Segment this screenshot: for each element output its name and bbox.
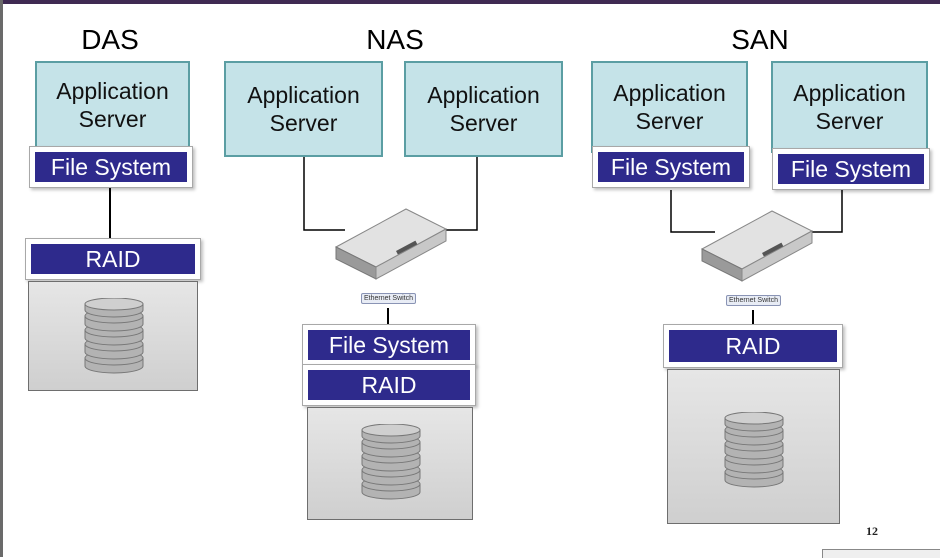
left-accent-bar — [0, 0, 3, 557]
das-raid-frame: RAID — [25, 238, 201, 280]
san-title: SAN — [731, 24, 789, 55]
nas-raid-frame: RAID — [302, 364, 476, 406]
das-storage-box — [28, 281, 198, 391]
nas-title: NAS — [366, 24, 424, 55]
nas-connector-left — [303, 156, 345, 231]
das-file-system: File System — [35, 152, 187, 182]
nas-connector-right — [440, 156, 478, 231]
das-application-server-label: Application Server — [56, 78, 169, 132]
san-application-server-1: Application Server — [591, 61, 748, 153]
nas-raid: RAID — [308, 370, 470, 400]
san-switch-label: Ethernet Switch — [726, 295, 782, 306]
san-application-server-2-label: Application Server — [793, 80, 906, 134]
san-raid: RAID — [669, 330, 837, 362]
san-connector-left — [670, 190, 715, 233]
disk-stack-icon — [84, 298, 144, 374]
san-file-system-2-frame: File System — [772, 148, 930, 190]
network-switch-icon — [334, 208, 448, 280]
page-number: 12 — [866, 524, 878, 538]
san-connector-right — [810, 190, 843, 233]
nas-switch-label: Ethernet Switch — [361, 293, 417, 304]
das-title: DAS — [81, 24, 139, 55]
san-application-server-1-label: Application Server — [613, 80, 726, 134]
nas-application-server-1: Application Server — [224, 61, 383, 157]
san-file-system-2: File System — [778, 154, 924, 184]
san-file-system-1: File System — [598, 152, 744, 182]
nas-file-system: File System — [308, 330, 470, 360]
top-accent-bar — [0, 0, 940, 4]
das-file-system-frame: File System — [29, 146, 193, 188]
das-application-server: Application Server — [35, 61, 190, 149]
san-storage-box — [667, 369, 840, 524]
san-application-server-2: Application Server — [771, 61, 928, 153]
disk-stack-icon — [724, 412, 784, 488]
nas-application-server-1-label: Application Server — [247, 82, 360, 136]
das-raid: RAID — [31, 244, 195, 274]
nas-application-server-2-label: Application Server — [427, 82, 540, 136]
disk-stack-icon — [361, 424, 421, 500]
nas-storage-box — [307, 407, 473, 520]
network-switch-icon — [700, 210, 814, 282]
san-file-system-1-frame: File System — [592, 146, 750, 188]
nas-file-system-frame: File System — [302, 324, 476, 366]
nas-application-server-2: Application Server — [404, 61, 563, 157]
corner-tab — [822, 549, 940, 558]
san-raid-frame: RAID — [663, 324, 843, 368]
